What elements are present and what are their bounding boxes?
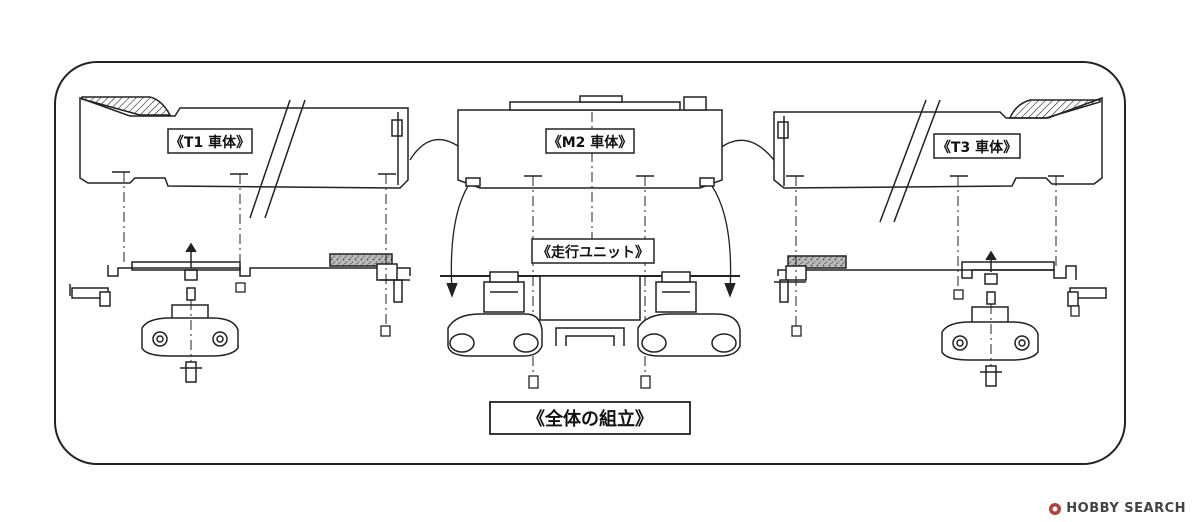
m2-screws <box>528 375 651 389</box>
t1-break-lines <box>249 99 306 219</box>
watermark-text: HOBBY SEARCH <box>1066 501 1186 516</box>
t1-underfloor <box>69 253 411 307</box>
title-box <box>489 401 691 435</box>
t1-bogie <box>141 242 239 383</box>
t1-screws <box>235 282 391 337</box>
assembly-title: 《全体の組立》 <box>527 408 653 430</box>
left-coupling-wire <box>409 138 459 161</box>
t3-bogie <box>941 250 1039 387</box>
watermark: HOBBY SEARCH <box>1048 501 1186 516</box>
t3-label: 《T3 車体》 <box>937 139 1017 156</box>
t3-roof-hatch <box>1008 99 1101 119</box>
t1-label-box <box>167 128 253 154</box>
right-coupling-wire <box>719 139 775 161</box>
m2-label-box <box>545 128 635 154</box>
hobby-search-logo-icon <box>1049 502 1062 515</box>
m2-label: 《M2 車体》 <box>548 134 633 151</box>
m2-running-unit <box>440 271 741 357</box>
t3-underfloor <box>774 255 1107 307</box>
t3-break-lines <box>879 99 941 223</box>
unit-label-box <box>531 238 655 264</box>
t1-roof-hatch <box>81 96 172 116</box>
t1-label: 《T1 車体》 <box>170 134 250 151</box>
t1-guide-lines <box>123 172 387 362</box>
t3-label-box <box>933 133 1021 159</box>
outer-frame <box>54 61 1126 465</box>
unit-label: 《走行ユニット》 <box>537 244 649 261</box>
t3-screws <box>791 289 1080 337</box>
m2-insertion-arrows <box>446 185 736 298</box>
t3-guide-lines <box>795 176 1057 366</box>
